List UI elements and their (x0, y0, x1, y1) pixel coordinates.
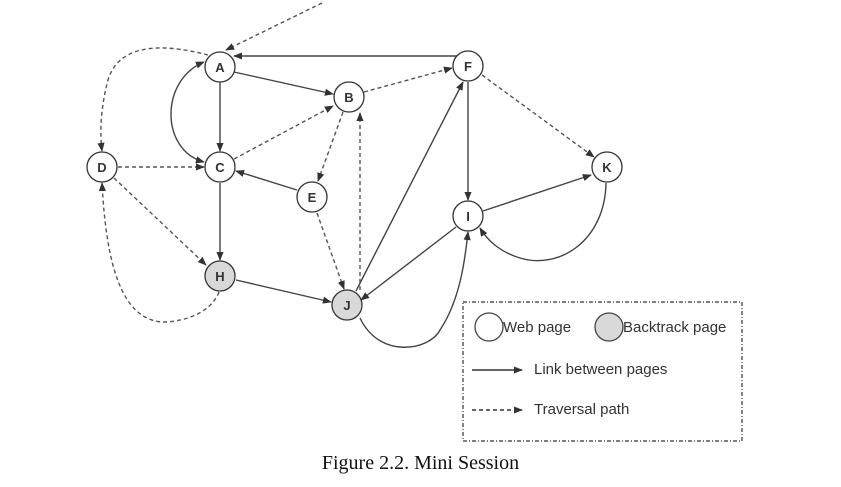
traversal-B-E (317, 111, 344, 182)
links-layer (170, 52, 607, 348)
node-H: H (204, 260, 236, 292)
web-page-circle (204, 51, 236, 83)
node-label: B (344, 90, 353, 105)
nodes-layer: A B C D E F H I J K (86, 50, 623, 321)
node-label: H (215, 269, 224, 284)
legend-backtrack-label: Backtrack page (623, 319, 726, 336)
traversal-E-J (316, 212, 345, 290)
legend-web-page-label: Web page (503, 319, 571, 336)
legend-web-page-swatch (474, 312, 504, 342)
traversal-F-K (481, 74, 595, 158)
backtrack-page-circle (204, 260, 236, 292)
traversal-start-A (225, 2, 323, 51)
traversal-layer (97, 2, 595, 323)
node-D: D (86, 151, 118, 183)
node-label: E (308, 190, 317, 205)
link-I-K (482, 174, 592, 212)
node-C: C (204, 151, 236, 183)
backtrack-page-circle (331, 289, 363, 321)
link-J-F (355, 81, 464, 292)
link-J-I-curve (359, 231, 471, 348)
node-B: B (333, 81, 365, 113)
node-label: A (215, 60, 225, 75)
web-page-circle (591, 151, 623, 183)
node-K: K (591, 151, 623, 183)
link-A-C-curve (170, 61, 205, 164)
web-page-circle (452, 50, 484, 82)
web-page-circle (333, 81, 365, 113)
traversal-H-D (98, 182, 220, 323)
link-I-J (360, 226, 457, 301)
legend: Web page Backtrack page Link between pag… (462, 301, 743, 442)
figure-caption: Figure 2.2. Mini Session (321, 452, 520, 474)
link-E-C (235, 169, 298, 191)
node-label: J (343, 298, 350, 313)
traversal-A-D (97, 47, 209, 152)
node-J: J (331, 289, 363, 321)
node-label: D (97, 160, 106, 175)
node-label: K (602, 160, 612, 175)
node-A: A (204, 51, 236, 83)
legend-box (462, 301, 743, 442)
node-F: F (452, 50, 484, 82)
web-page-circle (204, 151, 236, 183)
traversal-D-H (113, 177, 207, 266)
web-page-circle (296, 181, 328, 213)
traversal-B-F (363, 66, 453, 93)
link-K-I-curve (479, 182, 607, 262)
link-H-J (235, 279, 332, 304)
node-label: C (215, 160, 225, 175)
web-page-circle (86, 151, 118, 183)
web-page-circle (452, 200, 484, 232)
link-A-B (233, 71, 334, 96)
node-I: I (452, 200, 484, 232)
traversal-C-B (233, 105, 334, 160)
legend-link-label: Link between pages (534, 361, 667, 378)
node-label: F (464, 59, 472, 74)
legend-backtrack-swatch (594, 312, 624, 342)
legend-traversal-label: Traversal path (534, 401, 629, 418)
node-E: E (296, 181, 328, 213)
node-label: I (466, 209, 470, 224)
